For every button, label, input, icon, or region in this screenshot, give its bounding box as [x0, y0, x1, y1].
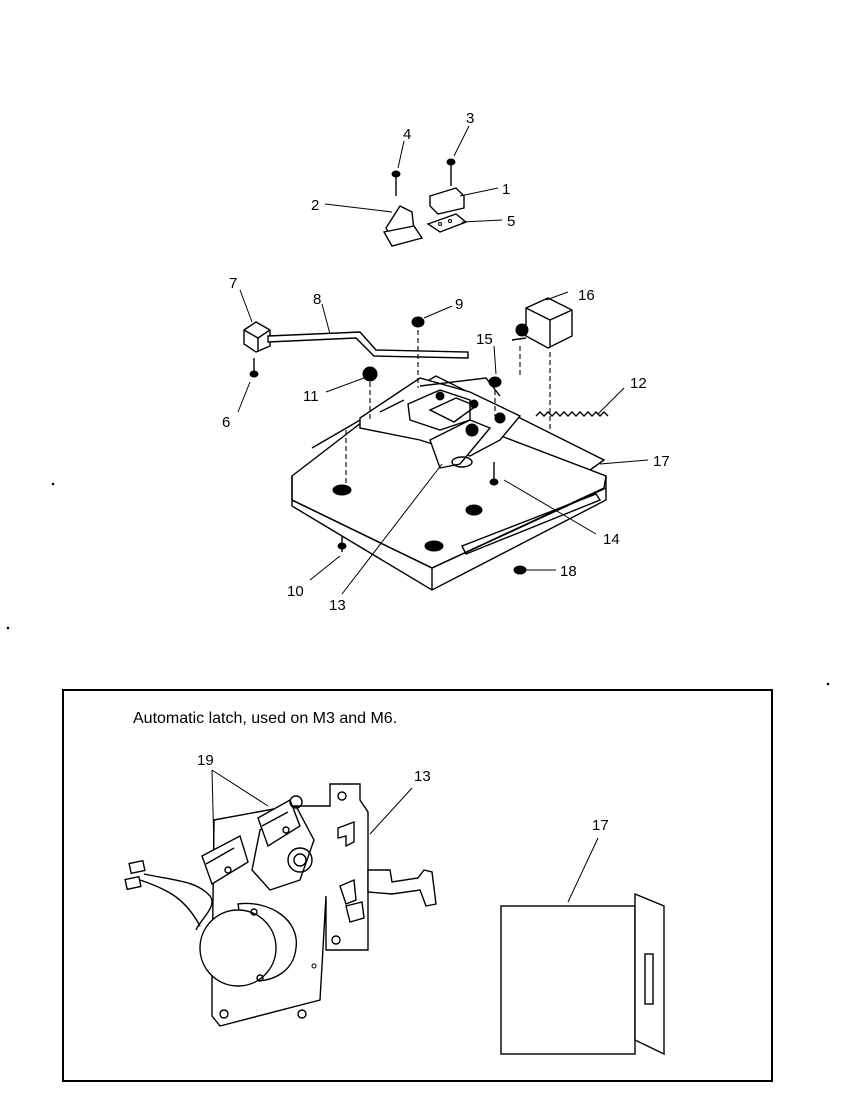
- callout-5: 5: [507, 213, 515, 230]
- latch-base-plate: [291, 375, 607, 591]
- callout-15: 15: [476, 331, 493, 348]
- callout-7: 7: [229, 275, 237, 292]
- callout-13: 13: [329, 597, 346, 614]
- callout-16: 16: [578, 287, 595, 304]
- callout-leaders-inset: [211, 769, 599, 903]
- callout-leaders-middle: [237, 289, 649, 595]
- spring: [535, 411, 609, 417]
- callout-3: 3: [466, 110, 474, 127]
- inset-callout-17: 17: [592, 817, 609, 834]
- inset-callout-19: 19: [197, 752, 214, 769]
- callout-12: 12: [630, 375, 647, 392]
- callout-1: 1: [502, 181, 510, 198]
- inset-frame: [62, 689, 773, 1082]
- callout-4: 4: [403, 126, 411, 143]
- callout-18: 18: [560, 563, 577, 580]
- callout-8: 8: [313, 291, 321, 308]
- switch-assembly: [382, 158, 468, 247]
- automatic-latch-assembly: [124, 783, 437, 1027]
- inset-callout-13: 13: [414, 768, 431, 785]
- latch-mechanism: [359, 377, 522, 469]
- panel-assembly: [500, 892, 665, 1056]
- fasteners: [337, 316, 527, 575]
- callout-2: 2: [311, 197, 319, 214]
- callout-11: 11: [303, 388, 319, 405]
- callout-6: 6: [222, 414, 230, 431]
- solenoid: [511, 297, 573, 349]
- rod-assembly: [243, 321, 469, 378]
- callout-9: 9: [455, 296, 463, 313]
- callout-17: 17: [653, 453, 670, 470]
- callout-14: 14: [603, 531, 620, 548]
- assembly-lines: [345, 330, 551, 486]
- callout-10: 10: [287, 583, 304, 600]
- callout-leaders-top: [324, 125, 503, 223]
- inset-caption: Automatic latch, used on M3 and M6.: [133, 710, 398, 727]
